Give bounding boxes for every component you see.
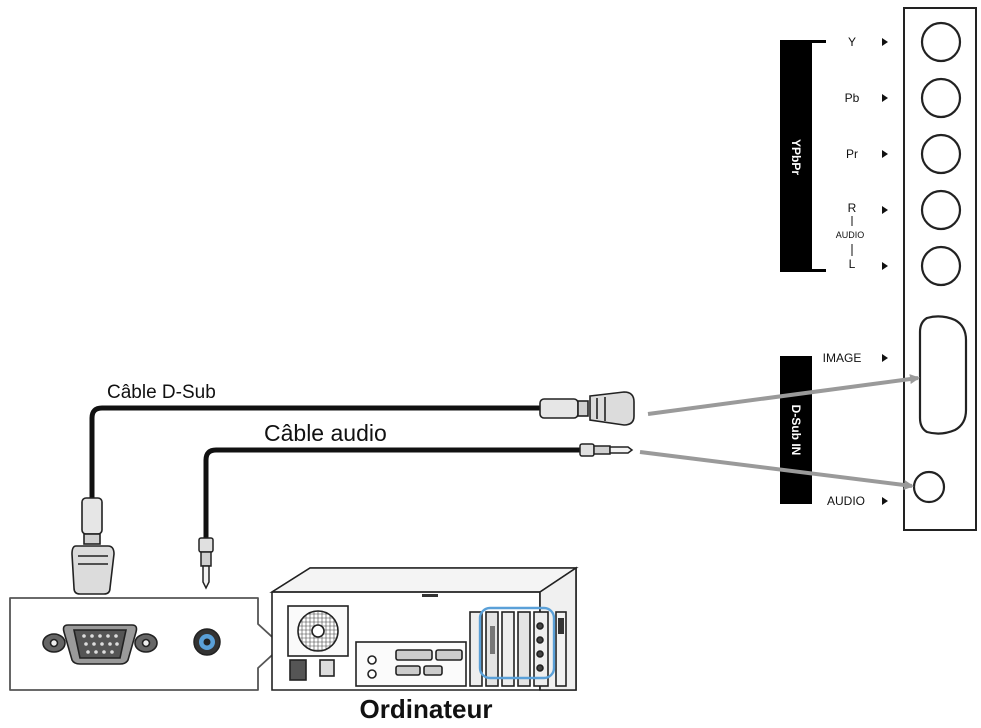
jack-pr bbox=[920, 133, 962, 175]
jack-indicator-arrows bbox=[882, 38, 888, 505]
computer-tower bbox=[269, 566, 579, 691]
label-y: Y bbox=[848, 35, 856, 49]
label-pb: Pb bbox=[845, 91, 860, 105]
jack-audio-l bbox=[920, 245, 962, 287]
computer-label: Ordinateur bbox=[360, 694, 493, 723]
audio-jack-closeup bbox=[193, 628, 221, 656]
connection-arrows bbox=[639, 374, 920, 490]
audio-plug-computer-end bbox=[198, 537, 214, 590]
group-ypbpr-label: YPbPr bbox=[789, 139, 803, 175]
vga-port-closeup bbox=[42, 624, 158, 665]
label-audio-group: AUDIO bbox=[836, 230, 865, 240]
dsub-plug-display-end bbox=[539, 391, 635, 426]
group-dsub-label: D-Sub IN bbox=[789, 405, 803, 456]
label-pr: Pr bbox=[846, 147, 858, 161]
label-audio-r: R bbox=[848, 201, 857, 215]
vga-port bbox=[918, 315, 968, 435]
jack-audio-r bbox=[920, 189, 962, 231]
arrow-to-audio bbox=[639, 450, 914, 490]
motherboard-io bbox=[355, 641, 467, 687]
port-closeup bbox=[9, 597, 283, 691]
jack-audio-in bbox=[912, 470, 946, 504]
display-back-panel: YPbPr D-Sub IN Y Pb Pr R AUDIO L IMAGE A… bbox=[780, 7, 977, 531]
power-unit bbox=[289, 659, 335, 681]
label-audio-port: AUDIO bbox=[827, 494, 865, 508]
audio-cable bbox=[203, 447, 582, 538]
jack-y bbox=[920, 21, 962, 63]
port-highlight bbox=[478, 606, 556, 680]
dsub-cable-label: Câble D-Sub bbox=[107, 382, 216, 403]
audio-cable-label: Câble audio bbox=[264, 420, 387, 446]
label-audio-l: L bbox=[849, 257, 856, 271]
jack-pb bbox=[920, 77, 962, 119]
dsub-plug-computer-end bbox=[71, 497, 115, 595]
audio-plug-display-end bbox=[579, 443, 634, 457]
arrow-to-vga bbox=[647, 374, 920, 416]
fan-icon bbox=[287, 605, 349, 657]
label-image-port: IMAGE bbox=[823, 351, 862, 365]
cables bbox=[89, 405, 582, 538]
dsub-cable bbox=[89, 405, 542, 500]
